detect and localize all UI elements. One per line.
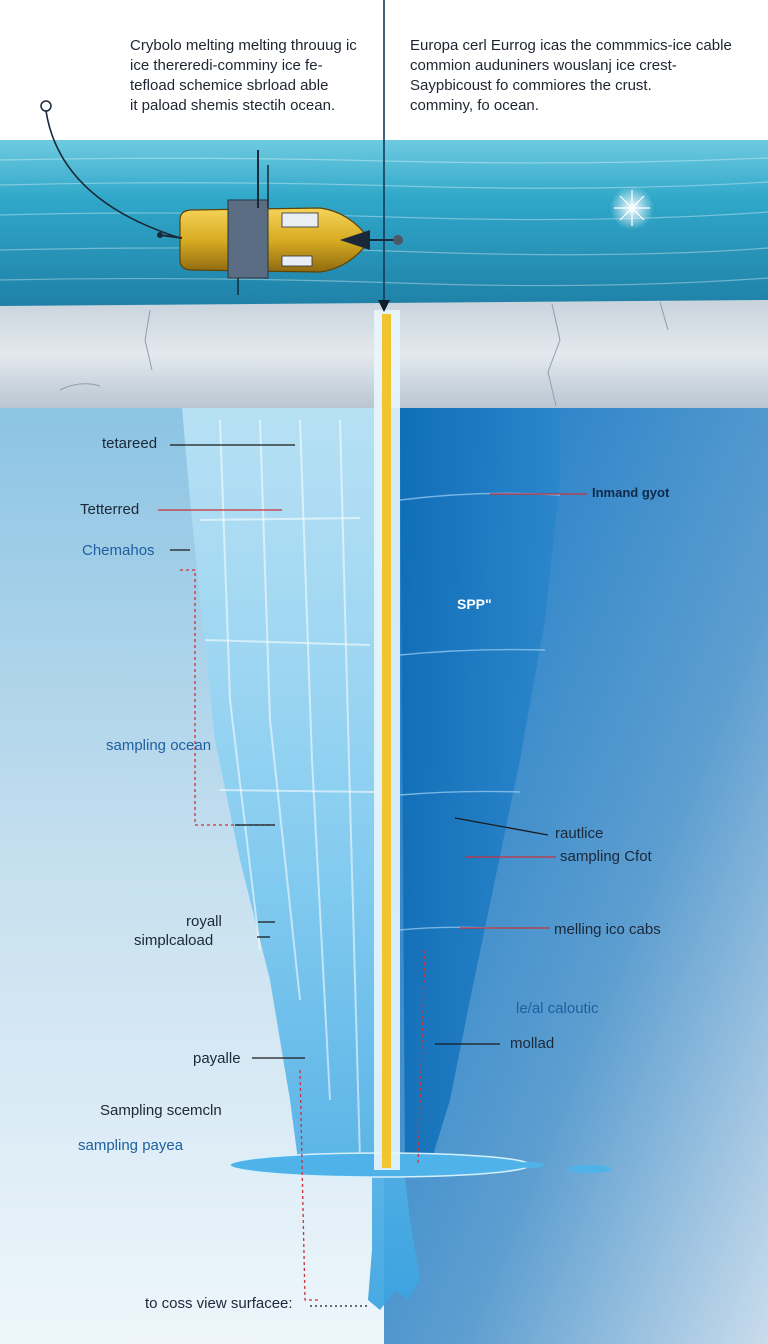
label-sampling-ocean: sampling ocean <box>106 737 211 754</box>
label-simplcaload: simplcaload <box>134 932 213 949</box>
label-mollad: mollad <box>510 1035 554 1052</box>
label-sampling-scemcln: Sampling scemcln <box>100 1102 222 1119</box>
caption-left: Crybolo melting melting throuug ic ice t… <box>130 36 357 116</box>
label-rautlice: rautlice <box>555 825 603 842</box>
caption-left-line: Crybolo melting melting throuug ic <box>130 36 357 56</box>
melt-droplet <box>568 1165 612 1173</box>
surface-buoy-icon <box>41 101 51 111</box>
label-inmand-gyot: Inmand gyot <box>592 486 669 501</box>
caption-left-line: it paload shemis stectih ocean. <box>130 96 357 116</box>
tether-cable <box>382 314 391 1168</box>
melt-droplet <box>516 1162 544 1168</box>
caption-right-line: comminy, fo ocean. <box>410 96 732 116</box>
caption-right-line: Saypbicoust fo commiores the crust. <box>410 76 732 96</box>
melt-droplet <box>494 1161 506 1165</box>
label-tettered: Tetterred <box>80 501 139 518</box>
label-sampling-payea: sampling payea <box>78 1137 183 1154</box>
caption-left-line: tefload schemice sbrload able <box>130 76 357 96</box>
label-tetared: tetareed <box>102 435 157 452</box>
label-spp: SPP" <box>457 596 492 612</box>
sparkle-icon <box>610 186 654 230</box>
caption-left-line: ice thereredi-comminy ice fe- <box>130 56 357 76</box>
caption-right-line: Europa cerl Eurrog icas the commmics-ice… <box>410 36 732 56</box>
label-payalle: payalle <box>193 1050 241 1067</box>
label-bottom-note: to coss view surfacee: <box>145 1295 293 1312</box>
label-royall: royall <box>186 913 222 930</box>
label-sampling-cfot: sampling Cfot <box>560 848 652 865</box>
label-melling-ico-cabs: melling ico cabs <box>554 921 661 938</box>
label-chemahos: Chemahos <box>82 542 155 559</box>
label-lel-caloutic: le/al caloutic <box>516 1000 599 1017</box>
caption-right-line: commion auduniners wouslanj ice crest- <box>410 56 732 76</box>
caption-right: Europa cerl Eurrog icas the commmics-ice… <box>410 36 732 116</box>
